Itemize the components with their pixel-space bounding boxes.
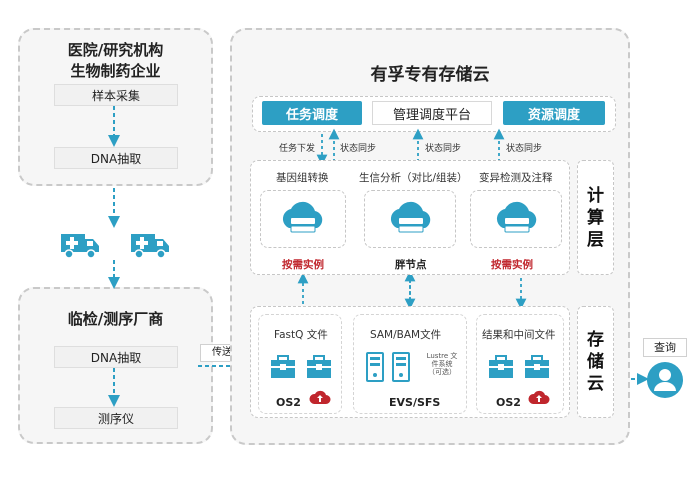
- query-label: 查询: [643, 338, 687, 357]
- sample-collection-box: 样本采集: [54, 84, 178, 106]
- resource-scheduling-button: 资源调度: [503, 101, 605, 125]
- task-dispatch-label: 任务下发: [279, 144, 316, 154]
- management-platform-box: 管理调度平台: [372, 101, 492, 125]
- task-scheduling-button: 任务调度: [262, 101, 362, 125]
- sequencing-vendor-panel: 临检/测序厂商 DNA抽取 测序仪: [18, 287, 213, 444]
- fat-node-label: 胖节点: [395, 259, 427, 271]
- variant-detection-title: 变异检测及注释: [479, 172, 553, 184]
- ambulance-icon: [131, 234, 169, 259]
- storage-cloud-label: 存 储 云: [577, 306, 614, 418]
- cloud-server-icon: [282, 201, 323, 233]
- sam-bam-files-title: SAM/BAM文件: [370, 329, 442, 341]
- briefcase-icon: [271, 355, 295, 378]
- compute-layer-label: 计 算 层: [577, 160, 614, 275]
- result-files-title: 结果和中间文件: [482, 329, 556, 341]
- briefcase-icon: [307, 355, 331, 378]
- hospital-title-line1: 医院/研究机构: [67, 41, 164, 59]
- fastq-files-title: FastQ 文件: [274, 329, 328, 341]
- cloud-server-icon: [496, 201, 537, 233]
- hospital-title-line2: 生物制药企业: [70, 62, 161, 80]
- os2-label-3: OS2: [496, 396, 521, 409]
- compute-node-2: [364, 190, 456, 248]
- storage-cloud-char-3: 云: [587, 374, 604, 394]
- server-icon: [392, 352, 410, 382]
- lustre-note-line-2: 件系统: [431, 360, 453, 368]
- status-sync-label-2: 状态同步: [425, 144, 462, 154]
- lustre-note-line-3: （可选）: [428, 368, 456, 376]
- compute-layer-char-3: 层: [587, 229, 604, 250]
- lustre-note-line-1: Lustre 文: [426, 352, 458, 360]
- evs-sfs-label: EVS/SFS: [389, 396, 441, 409]
- on-demand-instance-label-3: 按需实例: [491, 259, 533, 271]
- bioinformatics-analysis-title: 生信分析（对比/组装）: [359, 172, 468, 184]
- cloud-server-icon: [390, 201, 431, 233]
- storage-cloud-char-1: 存: [587, 330, 604, 350]
- lustre-note: Lustre 文 件系统 （可选）: [421, 352, 463, 376]
- ambulance-icon: [61, 234, 99, 259]
- upload-cloud-icon: [309, 390, 331, 404]
- briefcase-icon: [525, 355, 549, 378]
- user-icon: [647, 362, 683, 398]
- hospital-panel: 医院/研究机构 生物制药企业 样本采集 DNA抽取: [18, 28, 213, 186]
- os2-label-1: OS2: [276, 396, 301, 409]
- dna-extraction-box-1: DNA抽取: [54, 147, 178, 169]
- genome-conversion-title: 基因组转换: [276, 172, 329, 184]
- dna-extraction-box-2: DNA抽取: [54, 346, 178, 368]
- upload-cloud-icon: [528, 390, 550, 404]
- compute-layer-char-2: 算: [587, 207, 604, 228]
- on-demand-instance-label-1: 按需实例: [282, 259, 324, 271]
- server-icon: [366, 352, 384, 382]
- briefcase-icon: [489, 355, 513, 378]
- compute-layer-char-1: 计: [587, 185, 604, 206]
- sequencer-box: 测序仪: [54, 407, 178, 429]
- sequencing-vendor-title: 临检/测序厂商: [67, 310, 164, 328]
- cloud-title: 有孚专有存储云: [370, 65, 490, 85]
- status-sync-label-1: 状态同步: [340, 144, 377, 154]
- status-sync-label-3: 状态同步: [506, 144, 543, 154]
- storage-cloud-char-2: 储: [587, 352, 604, 372]
